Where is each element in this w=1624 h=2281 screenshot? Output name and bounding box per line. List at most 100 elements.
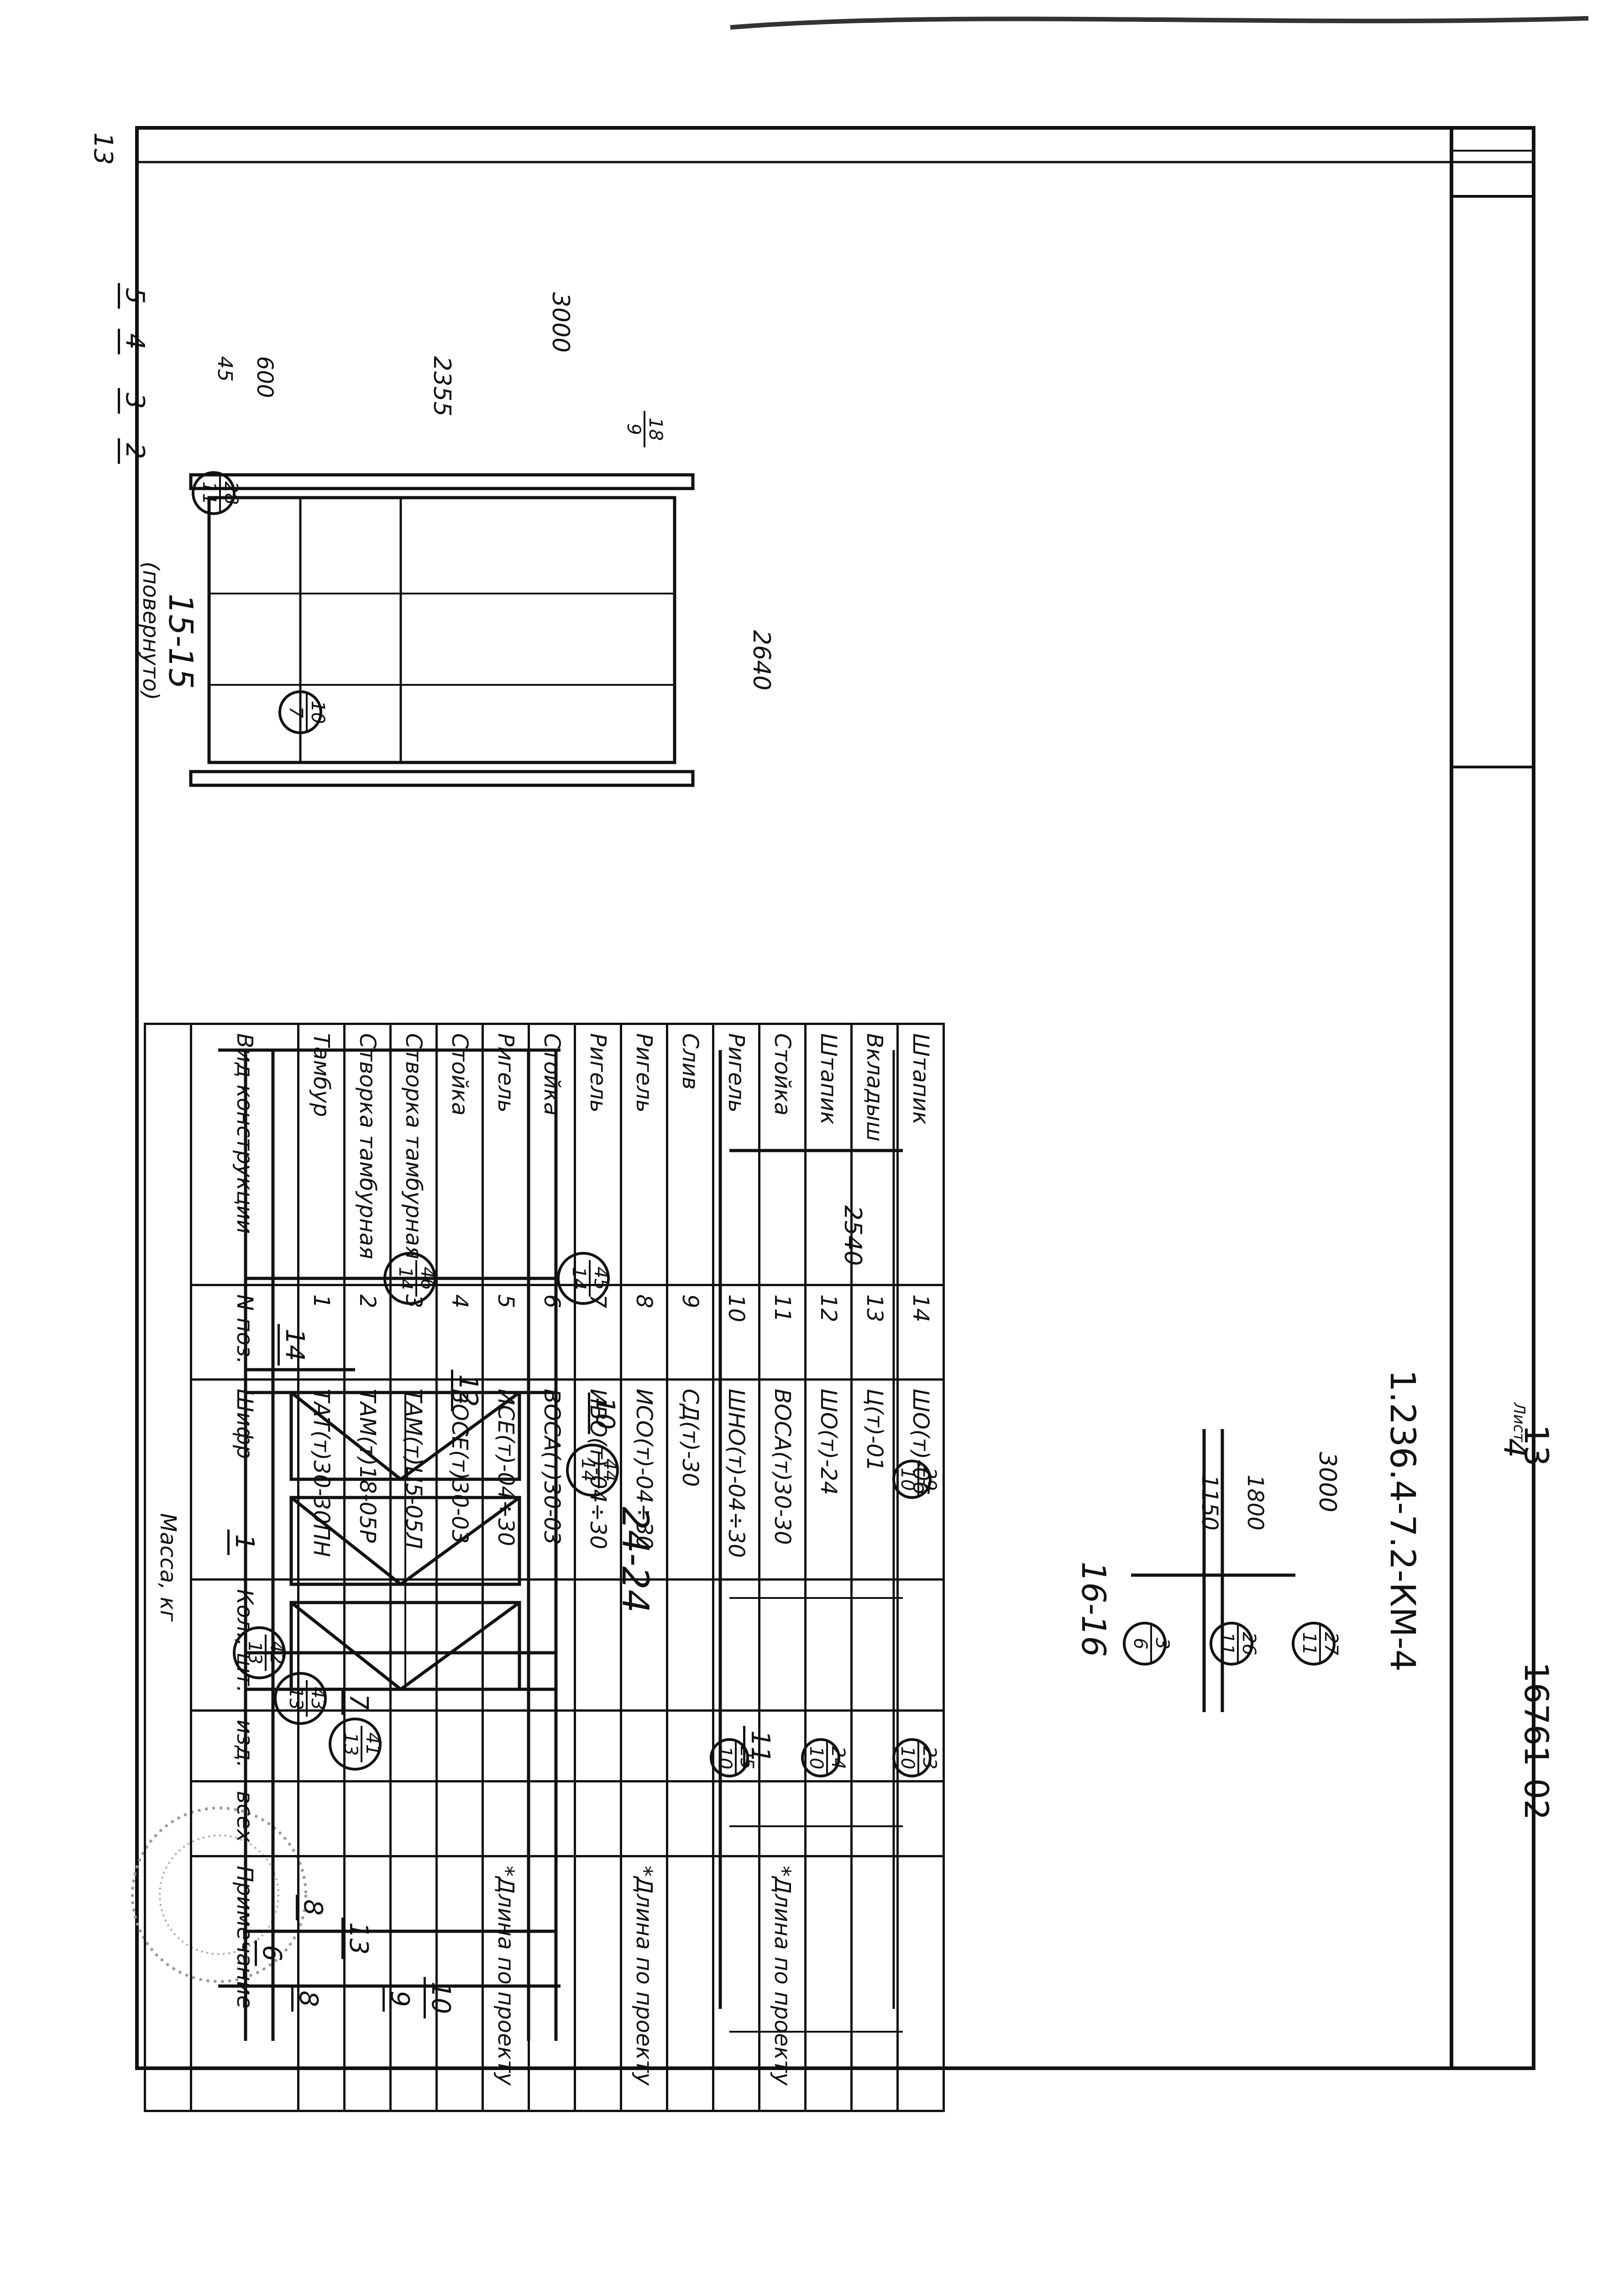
- table-cell: [529, 1856, 575, 2111]
- table-cell: [390, 1579, 437, 1710]
- dim-15-2640: 2640: [748, 630, 775, 691]
- table-cell: Ригель: [482, 1024, 529, 1285]
- table-cell: ИСЕ(т)-04÷30: [482, 1379, 529, 1580]
- view-subtitle-15-15: (повернуто): [138, 562, 163, 700]
- designation: 1.236.4-7.2-КМ-4: [1383, 1370, 1423, 1672]
- node-sheet: 10: [714, 1746, 735, 1770]
- position-leader: 4: [118, 329, 150, 354]
- node-number: 41: [361, 1726, 383, 1762]
- table-cell: ВОСА(т)30-03: [529, 1379, 575, 1580]
- table-cell: Штапик: [897, 1024, 944, 1285]
- table-cell: 13: [851, 1285, 898, 1380]
- table-cell: Ригель: [621, 1024, 667, 1285]
- view-title-15-15: 15-15: [162, 594, 200, 689]
- sheet-frame: [135, 126, 1535, 2070]
- table-cell: Ригель: [575, 1024, 621, 1285]
- table-cell: Створка тамбурная: [344, 1024, 391, 1285]
- table-cell: [436, 1781, 483, 1856]
- table-cell: Штапик: [805, 1024, 852, 1285]
- table-cell: [390, 1781, 437, 1856]
- table-cell: [667, 1781, 713, 1856]
- table-cell: [298, 1781, 345, 1856]
- table-cell: [851, 1579, 898, 1710]
- table-cell: Слив: [667, 1024, 713, 1285]
- dim-15-45: 45: [213, 356, 236, 382]
- table-cell: [667, 1710, 713, 1782]
- table-cell: [621, 1579, 667, 1710]
- table-cell: Ригель: [713, 1024, 760, 1285]
- node-sheet: 11: [1299, 1632, 1320, 1656]
- archive-number: 16761-02: [1517, 1662, 1556, 1820]
- table-cell: [851, 1781, 898, 1856]
- table-cell: *Длина по проекту: [482, 1856, 529, 2111]
- dim-15-3000: 3000: [547, 292, 574, 353]
- node-number: 43: [306, 1680, 328, 1717]
- position-leader: 11: [743, 1726, 775, 1768]
- position-leader: 5: [118, 283, 150, 309]
- table-cell: [575, 1710, 621, 1782]
- table-cell: [575, 1856, 621, 2111]
- table-cell: [575, 1579, 621, 1710]
- scan-edge: [730, 16, 1589, 30]
- table-cell: [436, 1710, 483, 1782]
- view-title-16-16: 16-16: [1074, 1561, 1113, 1657]
- approval-stamp: [131, 1807, 307, 1983]
- position-leader: 14: [278, 1324, 309, 1366]
- node-number: 44: [598, 1452, 620, 1488]
- node-sheet: 9: [623, 423, 644, 435]
- table-cell: ТАМ(т)18-05Р: [344, 1379, 391, 1580]
- node-sheet: 11: [1216, 1632, 1237, 1656]
- table-cell: [390, 1710, 437, 1782]
- table-cell: ТАТ(т)30-30ПН: [298, 1379, 345, 1580]
- node-sheet: 14: [568, 1267, 589, 1290]
- table-cell: Ц(т)-01: [851, 1379, 898, 1580]
- position-leader: 13: [341, 1918, 373, 1960]
- node-sheet: 10: [897, 1746, 918, 1770]
- table-cell: 6: [529, 1285, 575, 1380]
- table-cell: [482, 1781, 529, 1856]
- node-number: 46: [415, 1260, 438, 1297]
- table-cell: [575, 1781, 621, 1856]
- node-number: 24: [826, 1740, 849, 1776]
- table-cell: [759, 1781, 806, 1856]
- dim-16-1800: 1800: [1242, 1475, 1268, 1531]
- table-cell: [851, 1856, 898, 2111]
- table-cell: 2: [344, 1285, 391, 1380]
- table-cell: *Длина по проекту: [621, 1856, 667, 2111]
- table-cell: [897, 1781, 944, 1856]
- position-leader: 8: [291, 1986, 323, 2012]
- node-sheet: 14: [577, 1458, 598, 1482]
- table-cell: [436, 1579, 483, 1710]
- table-cell: 10: [713, 1285, 760, 1380]
- table-cell: [713, 1579, 760, 1710]
- table-cell: 5: [482, 1285, 529, 1380]
- node-number: 45: [589, 1260, 611, 1297]
- table-cell: Вкладыш: [851, 1024, 898, 1285]
- table-cell: СД(т)-30: [667, 1379, 713, 1580]
- position-leader: 10: [588, 1393, 620, 1435]
- table-cell: [897, 1579, 944, 1710]
- table-cell: 7: [575, 1285, 621, 1380]
- table-cell: ШНО(т)-04÷30: [713, 1379, 760, 1580]
- node-number: 28: [219, 475, 241, 511]
- position-leader: 9: [382, 1986, 414, 2012]
- node-sheet: 6: [1130, 1638, 1151, 1650]
- position-leader: 12: [451, 1370, 483, 1412]
- table-cell: 14: [897, 1285, 944, 1380]
- table-cell: [805, 1856, 852, 2111]
